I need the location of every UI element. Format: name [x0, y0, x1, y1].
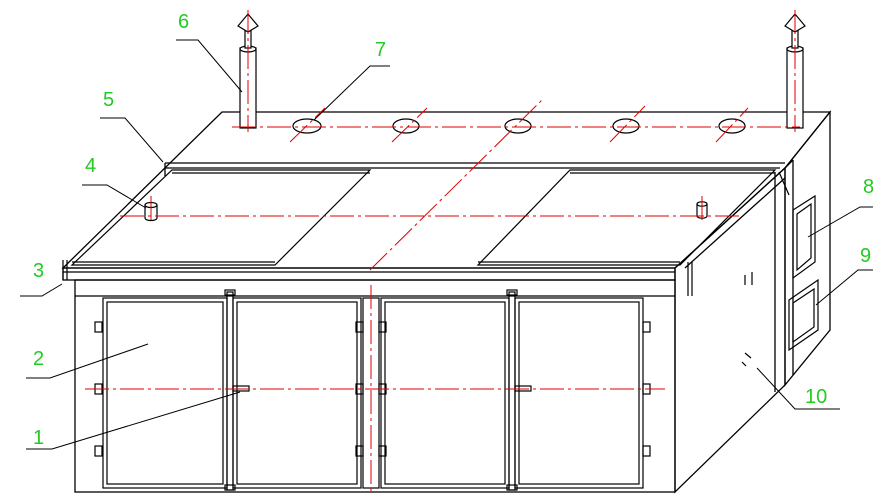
latch-post-right [508, 291, 516, 491]
leader-4 [82, 184, 147, 209]
callout-6: 6 [178, 11, 189, 33]
hinge [94, 445, 103, 457]
front-doors [94, 289, 651, 491]
centerline-vent-2 [391, 107, 428, 143]
callout-4: 4 [85, 155, 96, 177]
end-doors [741, 171, 819, 367]
hinge [378, 321, 387, 333]
callout-2: 2 [33, 348, 44, 370]
hinge [94, 321, 103, 333]
door-3 [380, 297, 510, 489]
right-side-face [674, 166, 786, 494]
callout-9: 9 [860, 245, 871, 267]
centerline-top-diagonal [369, 99, 543, 271]
centerline-vent-4 [609, 105, 646, 143]
callout-5: 5 [103, 89, 114, 111]
end-panel [784, 110, 831, 387]
centerline-vent-1 [289, 107, 326, 143]
top-hatches [62, 169, 777, 296]
leader-6 [176, 39, 243, 93]
side-mark [741, 361, 747, 367]
leader-5 [100, 117, 164, 163]
leader-8 [807, 206, 873, 238]
side-mark [744, 352, 752, 359]
center-lines [85, 10, 800, 494]
door-2-inner [236, 301, 358, 485]
end-panel-rim [784, 159, 794, 169]
door-1 [102, 297, 228, 489]
door-4 [514, 297, 644, 489]
vent-port [392, 118, 420, 134]
hinge [355, 321, 364, 333]
hinge [642, 321, 651, 333]
door-4-inner [518, 301, 640, 485]
leader-1 [26, 391, 241, 450]
hinge [355, 445, 364, 457]
inspection-door-lower-inner [792, 287, 815, 344]
inspection-door-upper-inner [796, 202, 812, 272]
leader-9 [815, 269, 873, 306]
top-vents [292, 118, 746, 134]
leader-3 [20, 283, 63, 297]
leader-lines [20, 39, 873, 450]
callout-labels: 1 2 3 4 5 6 7 8 9 10 [33, 11, 873, 449]
top-surface [61, 111, 832, 269]
front-face [74, 279, 676, 493]
door-2 [232, 297, 362, 489]
door-1-inner [106, 301, 224, 485]
callout-8: 8 [863, 176, 873, 198]
latch-top-cap [224, 289, 236, 296]
centerline-vent-5 [715, 107, 749, 143]
front-top-band [62, 267, 676, 281]
side-inner-edge [684, 177, 786, 269]
top-hatch-left [70, 169, 372, 266]
inspection-door-upper [792, 194, 816, 280]
latch-bottom-cap [506, 484, 518, 491]
door-3-inner [384, 301, 506, 485]
latch-top-cap [506, 289, 518, 296]
leader-10 [756, 367, 840, 410]
latch-bottom-cap [224, 484, 236, 491]
top-hatch-right [476, 169, 777, 266]
leader-2 [26, 343, 149, 379]
side-notch [778, 171, 790, 196]
hinge [378, 445, 387, 457]
latch-post-left [226, 291, 234, 491]
leader-7 [313, 65, 390, 121]
callout-1: 1 [33, 427, 44, 449]
hinge [642, 445, 651, 457]
callout-10: 10 [805, 386, 827, 408]
callout-3: 3 [33, 260, 44, 282]
top-studs [144, 201, 708, 222]
callout-7: 7 [375, 39, 386, 61]
hinge [355, 383, 364, 395]
inspection-door-lower [788, 278, 819, 352]
vent-port [504, 118, 532, 134]
vent-port [718, 118, 746, 134]
